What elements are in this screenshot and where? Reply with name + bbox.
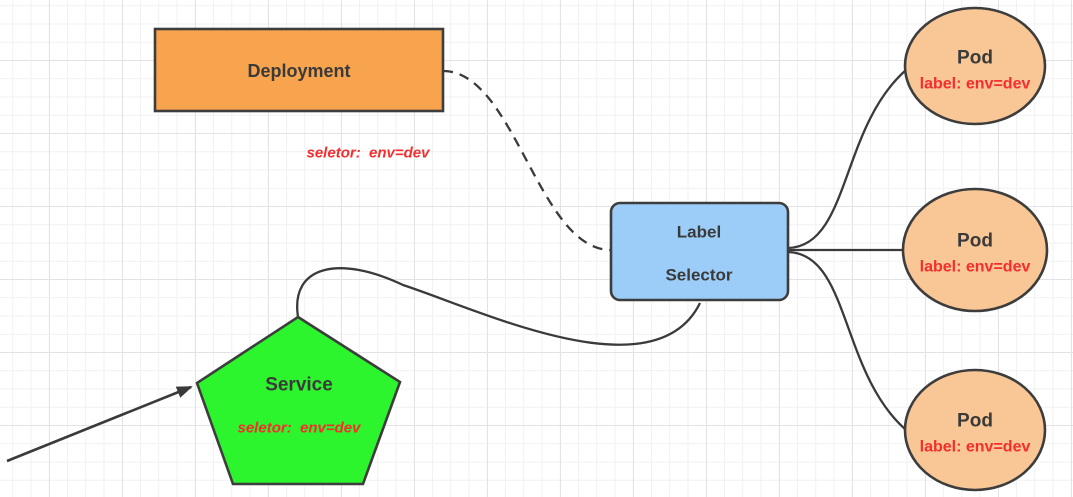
- deployment-shape[interactable]: [153, 27, 445, 113]
- connector-selector-to-pod-1[interactable]: [787, 69, 907, 250]
- pod-2-shape[interactable]: [901, 187, 1049, 313]
- label-selector-node[interactable]: Label Selector: [609, 201, 790, 302]
- pod-3-label: label: env=dev: [920, 439, 1031, 456]
- label-selector-line1: Label: [677, 223, 721, 242]
- deployment-label: Deployment: [247, 61, 350, 81]
- pod-1-name: Pod: [957, 48, 993, 69]
- pod-3-name: Pod: [957, 411, 993, 432]
- label-selector-shape[interactable]: [609, 201, 790, 302]
- service-node[interactable]: Service seletor: env=dev: [195, 315, 402, 486]
- pod-node-1[interactable]: Pod label: env=dev: [903, 6, 1047, 126]
- service-shape[interactable]: [195, 315, 402, 486]
- service-selector-note: seletor: env=dev: [238, 420, 363, 437]
- pod-1-label: label: env=dev: [920, 76, 1031, 93]
- pod-3-shape[interactable]: [903, 368, 1047, 492]
- connector-service-to-selector[interactable]: [296, 267, 702, 346]
- incoming-arrow-to-service[interactable]: [6, 385, 193, 463]
- deployment-node[interactable]: Deployment: [153, 27, 445, 113]
- service-label: Service: [265, 375, 333, 396]
- label-selector-line2: Selector: [665, 266, 732, 285]
- pod-1-shape[interactable]: [903, 6, 1047, 126]
- pod-node-3[interactable]: Pod label: env=dev: [903, 368, 1047, 492]
- deployment-selector-note: seletor: env=dev: [307, 145, 432, 162]
- connectors: [6, 69, 907, 463]
- pod-node-2[interactable]: Pod label: env=dev: [901, 187, 1049, 313]
- connector-selector-to-pod-3[interactable]: [787, 250, 907, 431]
- pod-2-label: label: env=dev: [920, 259, 1031, 276]
- pod-2-name: Pod: [957, 231, 993, 252]
- connector-deployment-to-selector[interactable]: [442, 69, 612, 252]
